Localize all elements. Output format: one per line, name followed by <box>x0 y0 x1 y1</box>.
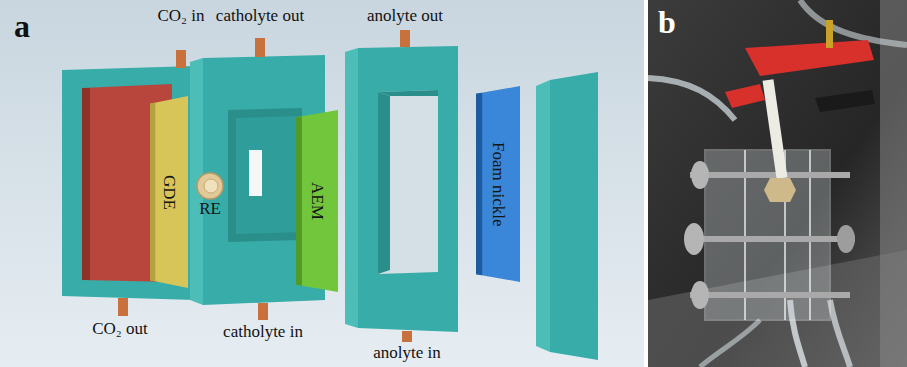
node-text: Foam nickle <box>489 142 508 227</box>
port-label: CO₂ out <box>92 319 148 339</box>
gde-plate-face <box>150 96 188 288</box>
port-label: catholyte out <box>216 6 304 26</box>
foam-nickel-plate: Foam nickle <box>476 86 520 282</box>
node-text: AEM <box>308 182 327 220</box>
photo-bolts <box>691 281 709 309</box>
photo-tubing <box>648 78 735 120</box>
end-plate-cathode <box>62 66 195 300</box>
catholyte-frame <box>228 108 302 242</box>
anolyte-frame <box>378 92 390 274</box>
anolyte-frame <box>378 90 438 274</box>
end-plate-anode <box>550 72 598 360</box>
foam-nickel-plate-face <box>476 86 520 282</box>
photo-tubing <box>700 320 760 367</box>
gde-plate-edge <box>150 103 155 282</box>
electrode-bore <box>204 179 218 193</box>
electrode-cylinder <box>197 173 223 199</box>
electrolyte-port-tube <box>400 30 410 47</box>
node-text: GDE <box>160 175 179 210</box>
catholyte-frame <box>249 150 262 196</box>
photo-background <box>648 0 907 367</box>
photo-bolts <box>690 172 850 178</box>
port-label: anolyte in <box>373 343 441 363</box>
gas-port-tube <box>118 298 128 316</box>
port-label: anolyte out <box>367 6 443 26</box>
anolyte-frame <box>345 48 358 328</box>
catholyte-frame <box>236 116 302 234</box>
photo-clips <box>815 90 875 112</box>
electrode-cylinder <box>196 172 224 200</box>
photo-reference-electrode <box>764 80 796 202</box>
photo-tubing <box>648 0 907 367</box>
photo-bolts <box>684 161 855 309</box>
anolyte-frame <box>378 90 438 96</box>
photo-bolts <box>684 223 704 255</box>
panel-gap <box>644 0 648 367</box>
photo-tubing <box>800 0 907 45</box>
reference-electrode: RE <box>192 172 228 228</box>
photo-background <box>648 0 907 367</box>
end-plate-anode <box>536 72 598 360</box>
panel-a-ground <box>0 0 644 367</box>
photo-bolts <box>690 292 850 298</box>
anolyte-frame <box>345 46 458 332</box>
photo-clips <box>725 84 765 108</box>
photo-clips <box>725 20 875 112</box>
electrolyte-port-tube <box>402 331 412 342</box>
photo-tubing <box>830 300 850 367</box>
photo-background <box>880 0 907 367</box>
electrolyte-port-tube <box>400 30 412 342</box>
gde-plate: GDE <box>150 96 188 288</box>
aem-membrane: AEM <box>296 110 338 292</box>
anolyte-frame <box>358 46 458 332</box>
photo-clips <box>826 20 833 48</box>
gas-port-tube <box>176 50 186 68</box>
electrolyte-port-tube <box>255 38 268 320</box>
port-label: CO₂ in <box>157 6 204 26</box>
photo-reference-electrode <box>764 178 796 202</box>
panel-letter: b <box>658 4 676 41</box>
node-text: RE <box>199 200 221 219</box>
panel-letter: a <box>14 8 30 45</box>
aem-membrane-edge <box>296 116 302 286</box>
photo-bolts <box>837 225 855 253</box>
foam-nickel-plate-edge <box>476 93 482 276</box>
end-plate-cathode <box>62 66 205 300</box>
photo-clips <box>745 40 874 76</box>
electrolyte-port-tube <box>255 38 265 57</box>
panel-gap <box>644 0 648 367</box>
photo-reference-electrode <box>768 80 782 178</box>
end-plate-anode <box>536 80 550 352</box>
port-label: catholyte in <box>223 322 303 342</box>
photo-bolts <box>691 161 709 189</box>
aem-membrane-face <box>296 110 338 292</box>
end-plate-cathode <box>82 88 90 280</box>
photo-bolts <box>685 236 855 242</box>
panel-a-ground <box>0 0 644 367</box>
electrolyte-port-tube <box>258 303 268 320</box>
